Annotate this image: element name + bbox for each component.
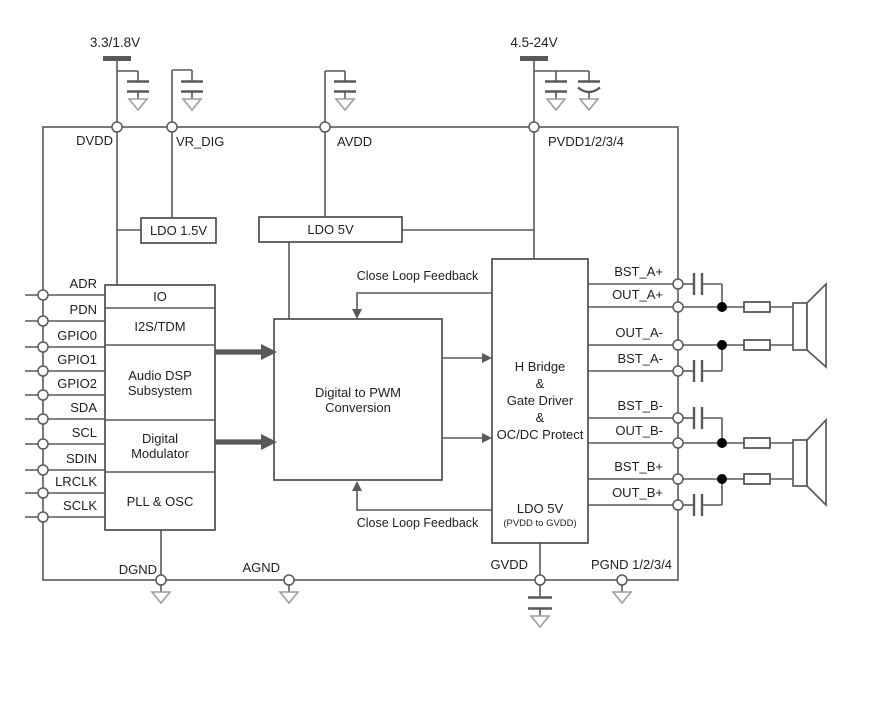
pin-label-gpio1: GPIO1 [57, 352, 97, 367]
pin-label-sclk: SCLK [63, 498, 97, 513]
pin-label-adr: ADR [69, 276, 97, 291]
top-pin-label-pvdd: PVDD1/2/3/4 [548, 134, 624, 149]
hbridge-ldo-sub-label: (PVDD to GVDD) [503, 518, 577, 529]
pin-label-gpio0: GPIO0 [57, 328, 97, 343]
ground-icon [150, 591, 172, 605]
bypass-cap-dvdd-icon [127, 80, 149, 112]
junction-dot [717, 340, 727, 350]
pin-label-dgnd: DGND [118, 562, 157, 577]
digital-modulator-block-label: Digital Modulator [131, 431, 189, 461]
pin-label-gvdd: GVDD [490, 557, 528, 572]
supply-label-main: 4.5-24V [510, 35, 558, 50]
vr-dig-wire [171, 69, 193, 218]
ldo5-label: LDO 5V [307, 222, 354, 237]
dgnd-ground [150, 585, 172, 605]
pin-label-scl: SCL [71, 425, 97, 440]
bulk-cap-pvdd-icon [577, 80, 601, 112]
bottom-pin-nodes [155, 574, 628, 586]
pin-label-agnd: AGND [242, 560, 280, 575]
bootstrap-cap-bst-b-minus-icon [683, 407, 723, 443]
feedback-path-top [352, 292, 492, 319]
agnd-ground [278, 585, 300, 605]
modulator-to-pwm-arrow [215, 434, 277, 450]
right-pin-wires [588, 283, 678, 506]
pin-label-pgnd: PGND 1/2/3/4 [591, 557, 672, 572]
pwm-box [273, 318, 443, 481]
filter-element-icon [743, 339, 771, 351]
filter-element-icon [743, 437, 771, 449]
ground-icon [181, 98, 203, 112]
feedback-label-bottom: Close Loop Feedback [356, 516, 479, 530]
pin-label-gpio2: GPIO2 [57, 376, 97, 391]
pin-label-pdn: PDN [69, 302, 97, 317]
ground-icon [545, 98, 567, 112]
i2s-tdm-block-label: I2S/TDM [134, 319, 186, 334]
junction-dot [717, 474, 727, 484]
bootstrap-cap-bst-a-plus-icon [683, 273, 723, 307]
feedback-label-top: Close Loop Feedback [356, 269, 479, 283]
supply-bar-icon [520, 56, 548, 61]
speaker-a-network [683, 281, 827, 369]
audio-dsp-block-label: Audio DSP Subsystem [127, 367, 193, 398]
bypass-cap-avdd-icon [334, 80, 356, 112]
ldo15-box [140, 217, 217, 244]
supply-label-digital: 3.3/1.8V [89, 35, 141, 50]
left-pin-nodes [37, 289, 49, 523]
power-input-digital [103, 56, 139, 285]
pwm-block-label: Digital to PWM Conversion [315, 384, 401, 415]
pwm-to-hbridge-arrow-top [442, 353, 492, 363]
pin-label-out-a-plus: OUT_A+ [612, 287, 663, 302]
pin-label-sdin: SDIN [65, 451, 97, 466]
bypass-cap-vrdig-icon [181, 80, 203, 112]
pin-label-bst-a-plus: BST_A+ [614, 264, 663, 279]
filter-element-icon [743, 473, 771, 485]
pgnd-ground [611, 585, 633, 605]
filter-element-icon [743, 301, 771, 313]
pll-osc-block-label: PLL & OSC [126, 493, 194, 509]
gvdd-cap-ground [528, 585, 552, 629]
pin-label-bst-a-minus: BST_A- [617, 351, 663, 366]
avdd-wire [324, 70, 346, 217]
pin-label-out-a-minus: OUT_A- [615, 325, 663, 340]
bootstrap-cap-bst-a-minus-icon [683, 345, 723, 382]
pin-label-bst-b-minus: BST_B- [617, 398, 663, 413]
chip-outline [42, 126, 679, 581]
speaker-b-icon [806, 417, 827, 508]
hbridge-block-label: H Bridge & Gate Driver & OC/DC Protect [496, 359, 584, 442]
junction-dot [717, 302, 727, 312]
ground-icon [278, 591, 300, 605]
hbridge-box [491, 258, 589, 544]
supply-bar-icon [103, 56, 131, 61]
bootstrap-cap-out-b-plus-icon [683, 479, 723, 516]
ground-icon [611, 591, 633, 605]
pin-label-lrclk: LRCLK [55, 474, 97, 489]
ldo15-label: LDO 1.5V [149, 223, 208, 238]
hbridge-ldo-label: LDO 5V [516, 501, 564, 516]
speaker-b-network [683, 417, 827, 508]
top-pin-nodes [111, 121, 540, 133]
right-pin-nodes [672, 278, 684, 511]
top-pin-label-vrdig: VR_DIG [176, 134, 225, 149]
digital-block-stack [104, 284, 216, 531]
pin-label-out-b-minus: OUT_B- [615, 423, 663, 438]
dsp-to-pwm-arrow [215, 344, 277, 360]
top-pin-label-dvdd: DVDD [76, 133, 113, 148]
pwm-to-hbridge-arrow-bottom [442, 433, 492, 443]
pin-label-bst-b-plus: BST_B+ [614, 459, 663, 474]
junction-dot [717, 438, 727, 448]
speaker-a-icon [806, 281, 827, 369]
ground-icon [529, 615, 551, 629]
top-pin-label-avdd: AVDD [337, 134, 373, 149]
io-block-label: IO [153, 289, 167, 304]
ground-icon [127, 98, 149, 112]
ground-icon [334, 98, 356, 112]
pin-label-out-b-plus: OUT_B+ [612, 485, 663, 500]
ldo5-box [258, 216, 403, 243]
ground-icon [578, 98, 600, 112]
bypass-cap-pvdd-icon [545, 80, 567, 112]
feedback-path-bottom [352, 481, 492, 511]
power-input-main [520, 56, 590, 259]
pin-label-sda: SDA [70, 400, 97, 415]
